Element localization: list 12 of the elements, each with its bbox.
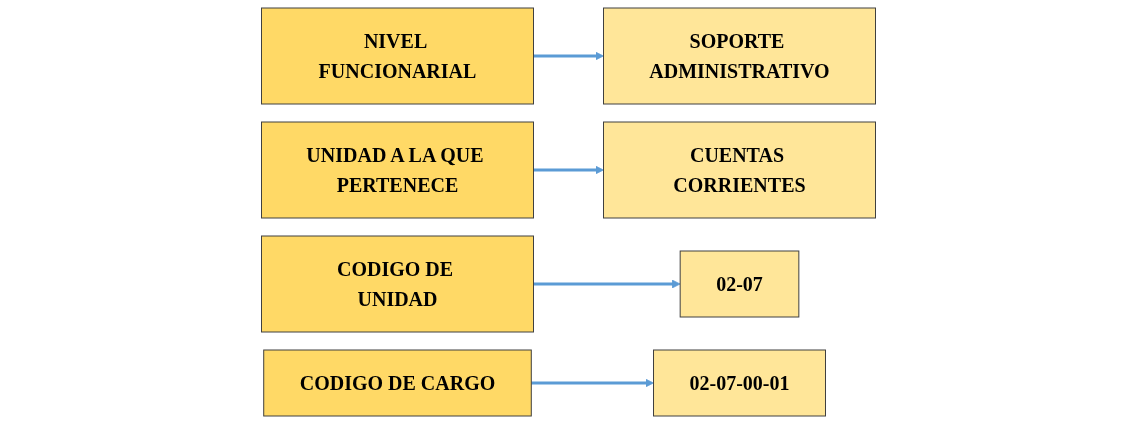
node-box: CUENTAS CORRIENTES	[603, 121, 876, 219]
node-box: CODIGO DE CARGO	[263, 349, 532, 417]
node-box: 02-07-00-01	[653, 349, 826, 417]
node-box: UNIDAD A LA QUE PERTENECE	[261, 121, 534, 219]
arrow	[533, 165, 604, 175]
node-box: NIVEL FUNCIONARIAL	[261, 7, 534, 105]
node-box: CODIGO DE UNIDAD	[261, 235, 534, 333]
arrow	[533, 51, 604, 61]
node-box: SOPORTE ADMINISTRATIVO	[603, 7, 876, 105]
node-box: 02-07	[679, 250, 800, 318]
arrow	[533, 279, 681, 289]
arrow	[531, 378, 654, 388]
